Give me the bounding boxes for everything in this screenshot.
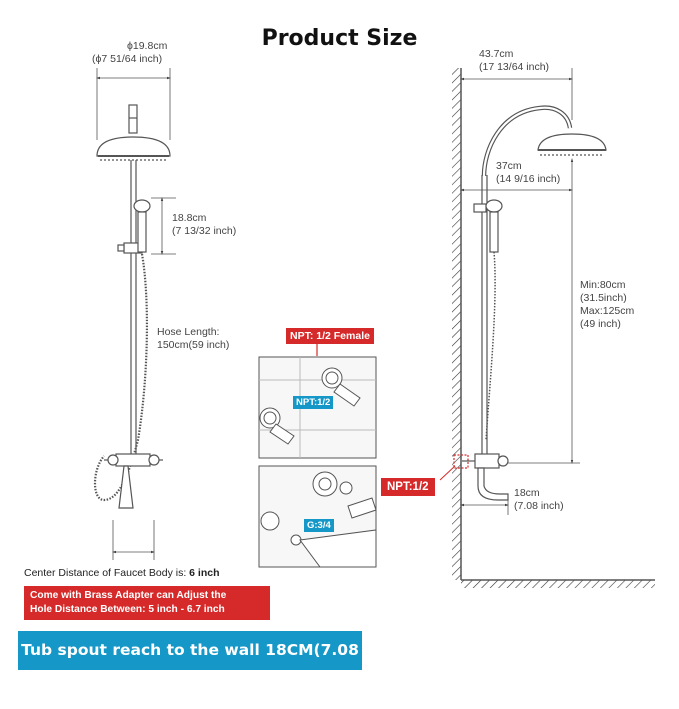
g-thread-tag: G:3/4 <box>304 519 334 532</box>
center-distance-value: 6 inch <box>189 567 220 579</box>
hand-shower-height-inch-label: (7 13/32 inch) <box>172 225 237 237</box>
adapter-note-range: 5 inch - 6.7 inch <box>148 604 225 615</box>
hose-length-value: 150cm(59 inch) <box>157 339 230 351</box>
adapter-note-line2: Hole Distance Between: 5 inch - 6.7 inch <box>30 603 264 617</box>
npt-female-tag: NPT: 1/2 Female <box>286 328 374 344</box>
center-distance-label: Center Distance of Faucet Body is: <box>24 567 190 579</box>
height-max-inch-label: (49 inch) <box>580 318 621 330</box>
arm-reach-label: 43.7cm <box>479 48 514 60</box>
page-title: Product Size <box>261 26 418 51</box>
adapter-note-hole-label: Hole Distance Between: <box>30 604 149 615</box>
spout-reach-label: 18cm <box>514 487 540 499</box>
inlet-npt-tag: NPT:1/2 <box>381 478 435 496</box>
height-min-label: Min:80cm <box>580 279 626 291</box>
arm-short-inch-label: (14 9/16 inch) <box>496 173 561 185</box>
arm-reach-inch-label: (17 13/64 inch) <box>479 61 550 73</box>
head-diameter-inch-label: (ϕ7 51/64 inch) <box>92 53 163 65</box>
head-diameter-label: ϕ19.8cm <box>127 40 168 52</box>
adapter-note-line1: Come with Brass Adapter can Adjust the <box>30 590 227 601</box>
hand-shower-height-label: 18.8cm <box>172 212 207 224</box>
right-view <box>452 68 655 588</box>
spout-reach-inch-label: (7.08 inch) <box>514 500 564 512</box>
center-distance-note: Center Distance of Faucet Body is: 6 inc… <box>24 567 220 579</box>
height-max-label: Max:125cm <box>580 305 635 317</box>
hose-length-label: Hose Length: <box>157 326 220 338</box>
arm-short-label: 37cm <box>496 160 522 172</box>
npt-small-tag: NPT:1/2 <box>293 396 334 409</box>
adapter-note-box: Come with Brass Adapter can Adjust the H… <box>24 586 270 620</box>
shower-diagram <box>93 68 655 588</box>
left-view <box>93 68 176 560</box>
tub-spout-banner: Tub spout reach to the wall 18CM(7.08 In… <box>18 631 362 698</box>
height-min-inch-label: (31.5inch) <box>580 292 627 304</box>
detail-panel-bottom <box>258 465 377 568</box>
